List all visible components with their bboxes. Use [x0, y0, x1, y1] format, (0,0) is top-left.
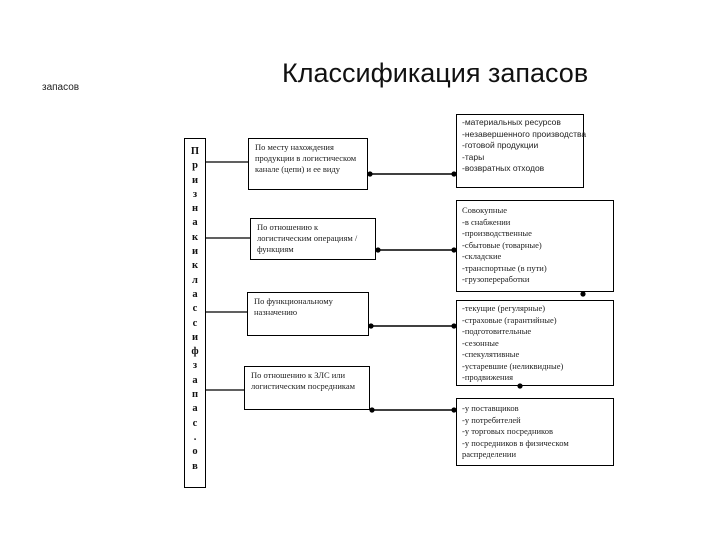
connector-dot	[451, 171, 457, 177]
criterion-box-functional-purpose: По функциональному назначению	[247, 292, 369, 336]
vertical-letter: с	[192, 417, 198, 429]
connector-dot	[451, 247, 457, 253]
vertical-letter: а	[192, 374, 198, 386]
criterion-box-location: По месту нахождения продукции в логистич…	[248, 138, 368, 190]
classification-feature-box: П р и з н а к и к л а с с и ф з а п а с …	[184, 138, 206, 488]
vertical-letter: а	[192, 288, 198, 300]
list-item: Совокупные	[462, 205, 507, 215]
list-item: -производственные	[462, 228, 532, 238]
vertical-letter: ф	[191, 346, 199, 358]
list-item: -страховые (гарантийные)	[462, 314, 557, 325]
corner-label: запасов	[42, 82, 80, 93]
connector-dot	[451, 407, 457, 413]
list-item: -продвижения	[462, 372, 514, 382]
list-item: -готовой продукции	[462, 140, 539, 150]
list-box-logistic-functions: Совокупные -в снабжении -производственны…	[456, 200, 614, 292]
list-item: -у торговых посредников	[462, 426, 554, 436]
vertical-letter: с	[192, 317, 198, 329]
vertical-letter: к	[191, 260, 199, 272]
vertical-letter: П	[190, 146, 200, 157]
diagram-title: Классификация запасов	[282, 58, 589, 88]
connector-dot	[580, 291, 586, 297]
list-item: -подготовительные	[462, 326, 532, 336]
list-item: -сезонные	[462, 337, 499, 348]
list-box-functional: -текущие (регулярные) -страховые (гарант…	[456, 300, 614, 386]
vertical-letter: в	[192, 460, 198, 472]
vertical-letter: .	[193, 431, 197, 443]
list-item: -у посредников в физическом распределени…	[462, 437, 569, 460]
list-item: -у потребителей	[462, 414, 521, 425]
connector-dot	[368, 323, 374, 329]
vertical-letter: с	[192, 303, 198, 315]
list-item: -сбытовые (товарные)	[462, 239, 542, 250]
vertical-letter: а	[192, 403, 198, 415]
vertical-letter: и	[191, 174, 199, 186]
vertical-letter: а	[192, 217, 198, 229]
connector-dot	[375, 247, 381, 253]
list-item: -в снабжении	[462, 216, 511, 227]
criterion-box-intermediaries: По отношению к ЗЛС или логистическим пос…	[244, 366, 370, 410]
list-item: -текущие (регулярные)	[462, 303, 546, 313]
list-item: -спекулятивные	[462, 349, 520, 359]
vertical-letter: и	[191, 246, 199, 258]
vertical-letter: л	[192, 274, 198, 286]
list-box-resource-types: -материальных ресурсов -незавершенного п…	[456, 114, 587, 188]
list-item: -устаревшие (неликвидные)	[462, 360, 564, 371]
connector-dot	[517, 383, 523, 389]
list-item: -возвратных отходов	[462, 163, 545, 173]
list-item: -у поставщиков	[462, 403, 519, 413]
vertical-letter: о	[192, 446, 198, 458]
vertical-letter: н	[191, 203, 199, 215]
vertical-letter: з	[192, 360, 198, 372]
vertical-letter: р	[192, 160, 198, 172]
vertical-letter: к	[191, 231, 199, 243]
criterion-box-logistic-operations: По отношению к логистическим операциям /…	[250, 218, 376, 260]
connector-dot	[451, 323, 457, 329]
vertical-letter: п	[191, 389, 199, 401]
vertical-letter: и	[191, 331, 199, 343]
list-item: -тары	[462, 151, 485, 162]
list-item: -транспортные (в пути)	[462, 262, 547, 273]
connector-dot	[367, 171, 373, 177]
connector-dot	[369, 407, 375, 413]
vertical-letter: з	[192, 188, 198, 200]
list-item: -грузопереработки	[462, 274, 530, 284]
list-item: -материальных ресурсов	[462, 117, 561, 127]
list-box-intermediaries: -у поставщиков -у потребителей -у торгов…	[456, 398, 614, 466]
list-item: -складские	[462, 251, 502, 261]
list-item: -незавершенного производства	[462, 128, 587, 139]
